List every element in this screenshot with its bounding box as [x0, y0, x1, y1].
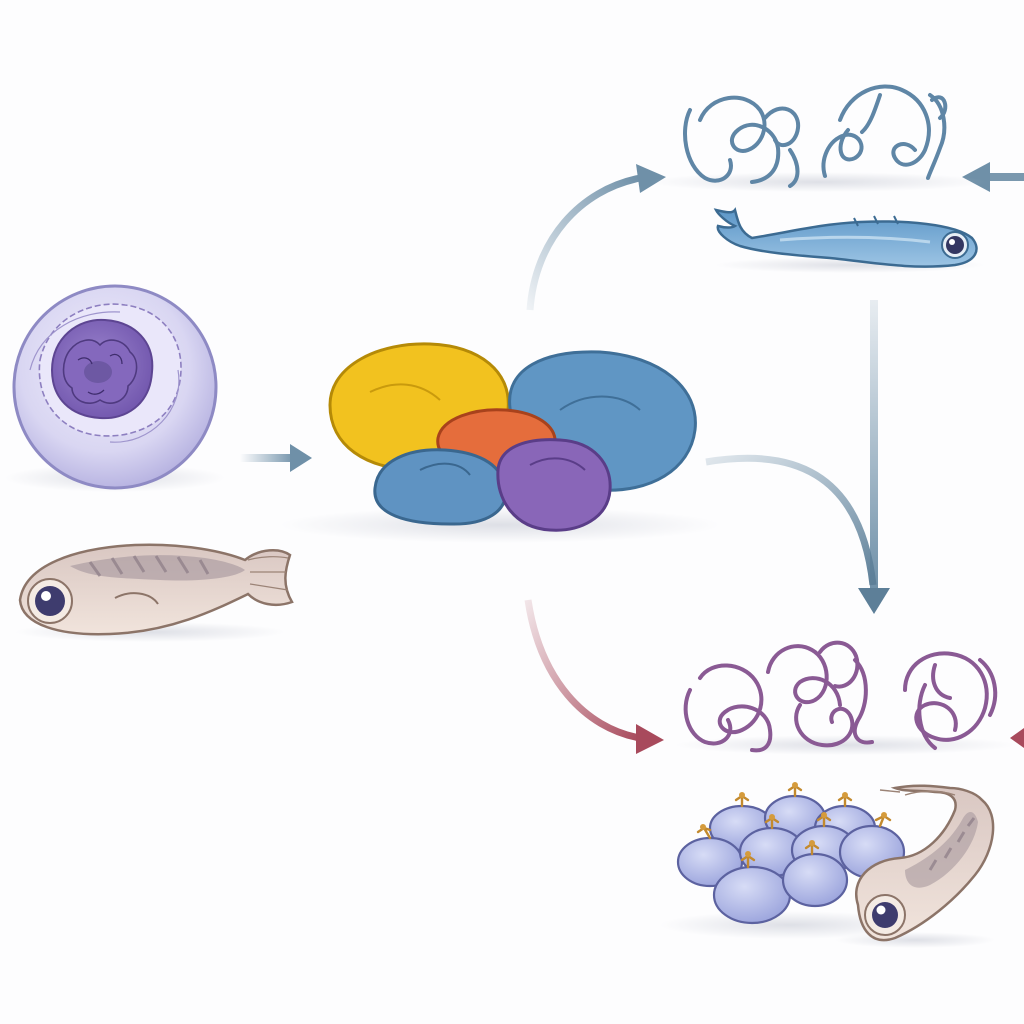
- chromatin-coil-icon: [675, 640, 1015, 755]
- fish-icon: [835, 784, 995, 948]
- arrow-cell-to-complex: [240, 444, 312, 472]
- chromatin-coil-icon: [648, 84, 988, 192]
- fish-icon: [15, 543, 294, 642]
- arrow-complex-to-blue-coils: [526, 164, 666, 311]
- fish-icon: [713, 207, 985, 273]
- arrow-blue-fish-to-purple-coils: [870, 300, 878, 590]
- arrow-complex-to-purple-coils-red: [524, 599, 664, 754]
- cell-icon: [5, 284, 225, 492]
- arrow-right-to-blue-coils: [962, 162, 1024, 192]
- protein-complex-icon: [280, 342, 720, 543]
- arrow-complex-to-purple-coils: [705, 454, 890, 614]
- egg-cluster-icon: [660, 782, 920, 939]
- arrow-right-to-purple-coils: [1010, 728, 1024, 748]
